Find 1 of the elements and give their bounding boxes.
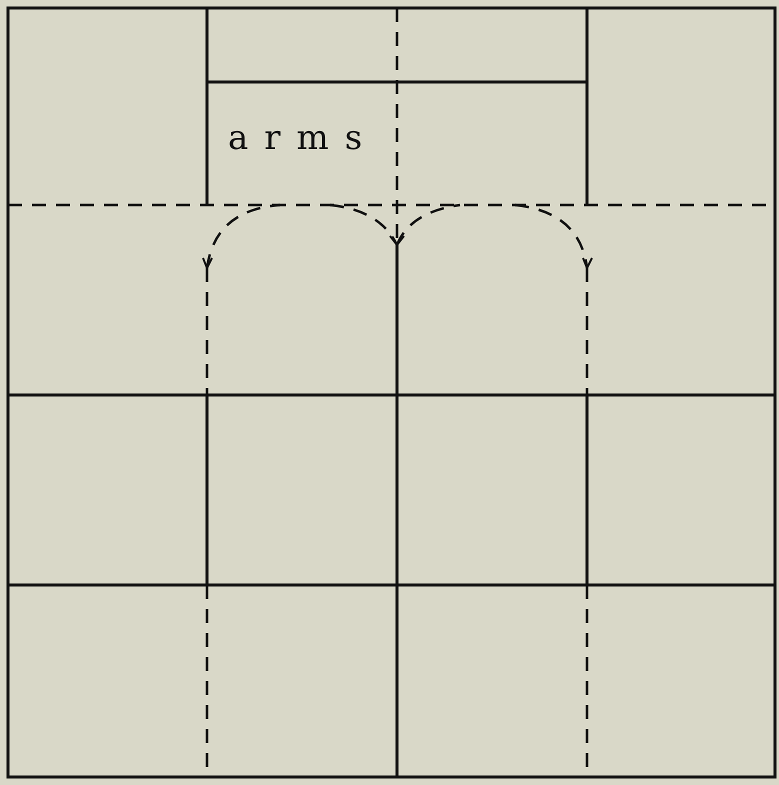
part-label: arms (228, 118, 378, 158)
